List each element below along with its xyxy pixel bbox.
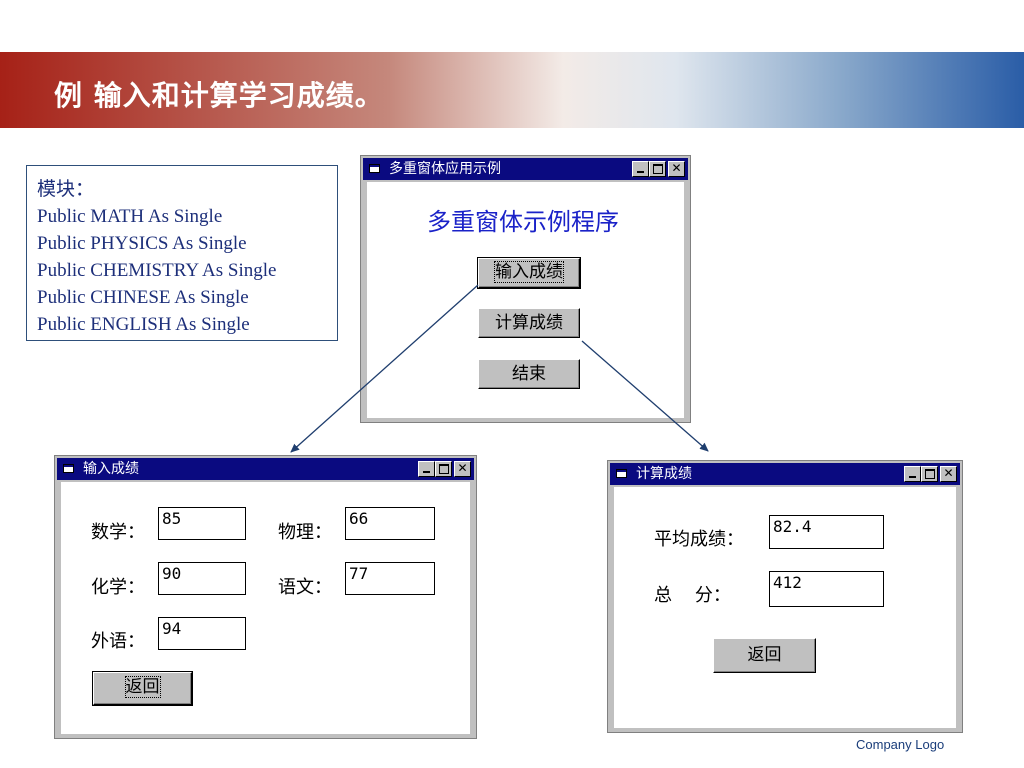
title-banner <box>0 52 1024 128</box>
window-menu-icon[interactable] <box>369 164 380 173</box>
module-line: Public PHYSICS As Single <box>37 233 247 254</box>
back-button[interactable]: 返回 <box>713 638 816 673</box>
arrow-to-input-window <box>290 284 479 453</box>
calc-window: 计算成绩 ✕ 平均成绩： 82.4 总 分： 412 返回 <box>607 460 963 733</box>
company-logo: Company Logo <box>856 737 945 752</box>
minimize-button[interactable] <box>904 466 921 482</box>
physics-label: 物理： <box>278 522 332 543</box>
average-output[interactable]: 82.4 <box>769 515 884 549</box>
calc-window-titlebar[interactable]: 计算成绩 ✕ <box>610 463 960 485</box>
back-button[interactable]: 返回 <box>92 671 193 706</box>
input-window-client: 数学： 85 物理： 66 化学： 90 语文： 77 外语： 94 返回 <box>61 482 470 734</box>
end-button[interactable]: 结束 <box>478 359 580 389</box>
maximize-button[interactable] <box>921 466 938 482</box>
english-input[interactable]: 94 <box>158 617 246 650</box>
math-label: 数学： <box>91 522 145 543</box>
module-code-box: 模块： Public MATH As Single Public PHYSICS… <box>26 165 338 341</box>
chemistry-input[interactable]: 90 <box>158 562 246 595</box>
close-button[interactable]: ✕ <box>940 466 957 482</box>
main-window-title: 多重窗体应用示例 <box>389 161 501 177</box>
arrow-to-calc-window <box>581 340 709 452</box>
total-label: 总 分： <box>654 585 731 606</box>
input-window-title: 输入成绩 <box>83 461 139 477</box>
close-button[interactable]: ✕ <box>454 461 471 477</box>
slide-title: 例 输入和计算学习成绩。 <box>54 79 384 112</box>
maximize-button[interactable] <box>649 161 666 177</box>
module-line: Public MATH As Single <box>37 206 223 227</box>
module-line: Public CHINESE As Single <box>37 287 249 308</box>
main-heading: 多重窗体示例程序 <box>427 208 619 236</box>
main-window-client: 多重窗体示例程序 输入成绩 计算成绩 结束 <box>367 182 684 418</box>
minimize-button[interactable] <box>632 161 649 177</box>
input-window-titlebar[interactable]: 输入成绩 ✕ <box>57 458 474 480</box>
module-line: Public CHEMISTRY As Single <box>37 260 277 281</box>
calculate-scores-button[interactable]: 计算成绩 <box>478 308 580 338</box>
physics-input[interactable]: 66 <box>345 507 435 540</box>
average-label: 平均成绩： <box>654 529 744 550</box>
total-output[interactable]: 412 <box>769 571 884 607</box>
calc-window-title: 计算成绩 <box>636 466 692 482</box>
main-window-titlebar[interactable]: 多重窗体应用示例 ✕ <box>363 158 688 180</box>
module-line: Public ENGLISH As Single <box>37 314 250 335</box>
maximize-button[interactable] <box>435 461 452 477</box>
math-input[interactable]: 85 <box>158 507 246 540</box>
close-button[interactable]: ✕ <box>668 161 685 177</box>
window-menu-icon[interactable] <box>63 464 74 473</box>
module-heading: 模块： <box>37 179 95 200</box>
chinese-label: 语文： <box>278 577 332 598</box>
input-window: 输入成绩 ✕ 数学： 85 物理： 66 化学： 90 语文： 77 外语： 9… <box>54 455 477 739</box>
english-label: 外语： <box>91 631 145 652</box>
minimize-button[interactable] <box>418 461 435 477</box>
chinese-input[interactable]: 77 <box>345 562 435 595</box>
calc-window-client: 平均成绩： 82.4 总 分： 412 返回 <box>614 487 956 728</box>
input-scores-button[interactable]: 输入成绩 <box>477 257 581 289</box>
chemistry-label: 化学： <box>91 577 145 598</box>
main-window: 多重窗体应用示例 ✕ 多重窗体示例程序 输入成绩 计算成绩 结束 <box>360 155 691 423</box>
window-menu-icon[interactable] <box>616 469 627 478</box>
